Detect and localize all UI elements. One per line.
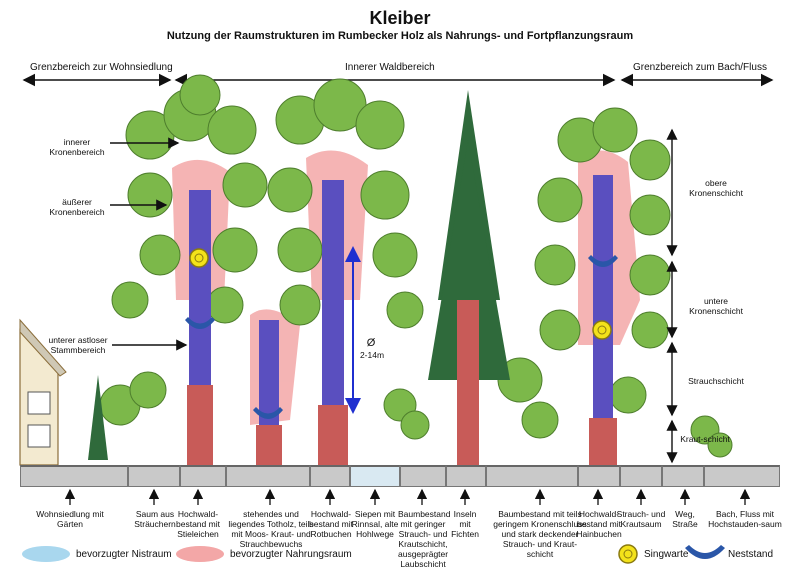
bottom-label-mixed-stand: Baumbestand mit teils geringem Kronensch…: [493, 509, 587, 559]
bottom-label-shrub-edge: Saum aus Sträuchern: [134, 509, 176, 529]
zone-label-inner-forest: Innerer Waldbereich: [345, 62, 435, 73]
house-illustration: [19, 318, 67, 466]
layer-shrub: Strauchschicht: [688, 376, 744, 386]
legend-nest-site: Neststand: [728, 549, 774, 560]
bottom-label-beech-forest: Hochwald-bestand mit Rotbuchen: [309, 509, 353, 539]
bottom-label-spruce: Inseln mit Fichten: [451, 509, 479, 539]
trunks: [187, 175, 617, 465]
spruce-trees: [88, 90, 510, 460]
bottom-label-siepen: Siepen mit Rinnsal, alte Hohlwege: [351, 509, 399, 539]
zone-label-stream: Grenzbereich zum Bach/Fluss: [633, 62, 767, 73]
bottom-label-hornbeam: Hochwald-bestand mit Hainbuchen: [576, 509, 622, 539]
bottom-label-tree-stand: Baumbestand mit geringer Strauch- und Kr…: [398, 509, 451, 569]
diameter-range: 2-14m: [359, 350, 385, 360]
legend-song-post: Singwarte: [644, 549, 689, 560]
legend-symbols: [22, 544, 725, 564]
bottom-label-settlement: Wohnsiedlung mit Gärten: [36, 509, 104, 529]
bottom-label-herb-edge: Strauch- und Krautsaum: [616, 509, 666, 529]
bottom-label-deadwood: stehendes und liegendes Totholz, teils m…: [228, 509, 314, 549]
legend-food-area: bevorzugter Nahrungsraum: [230, 549, 352, 560]
diameter-symbol: Ø: [366, 337, 376, 349]
label-outer-crown: äußerer Kronenbereich: [49, 197, 105, 217]
layer-upper-crown: obere Kronenschicht: [689, 178, 743, 198]
bottom-label-oak-forest: Hochwald-bestand mit Stieleichen: [176, 509, 220, 539]
song-post-markers: [189, 248, 612, 340]
label-arrows: [110, 137, 188, 351]
layer-lower-crown: untere Kronenschicht: [689, 296, 743, 316]
layer-herb: Kraut-schicht: [680, 434, 730, 444]
legend-nest-area: bevorzugter Nistraum: [76, 549, 172, 560]
zone-label-settlement: Grenzbereich zur Wohnsiedlung: [30, 62, 173, 73]
ground-strip: [20, 465, 780, 487]
label-inner-crown: innerer Kronenbereich: [49, 137, 105, 157]
bottom-label-stream: Bach, Fluss mit Hochstauden-saum: [708, 509, 782, 529]
bottom-label-road: Weg, Straße: [672, 509, 698, 529]
label-lower-trunk: unterer astloser Stammbereich: [48, 335, 108, 355]
bottom-arrows: [64, 488, 751, 505]
nest-site-markers: [185, 255, 618, 419]
diagram-title: Kleiber: [369, 8, 431, 28]
diagram-subtitle: Nutzung der Raumstrukturen im Rumbecker …: [166, 30, 634, 42]
